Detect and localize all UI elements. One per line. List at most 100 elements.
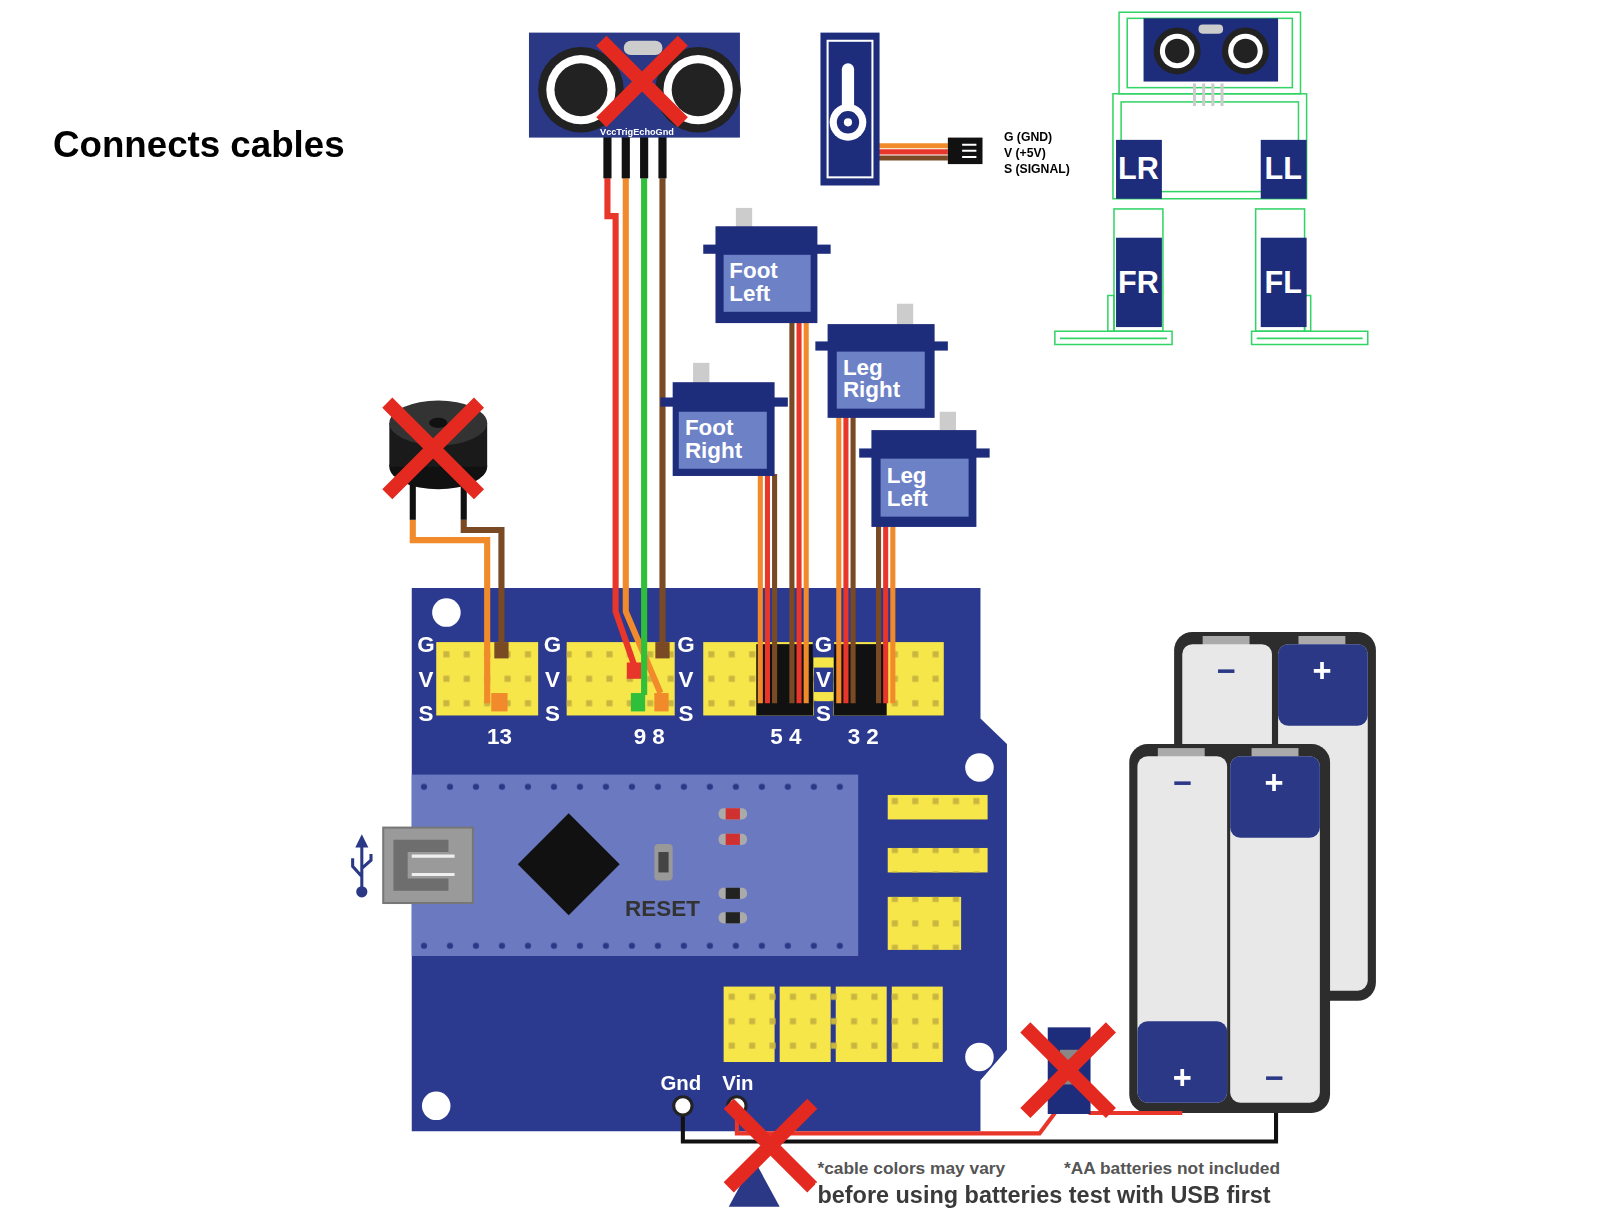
servo-wire <box>890 525 895 703</box>
usb-connector <box>383 828 473 903</box>
servo-pinout-figure <box>948 138 983 164</box>
node-text: Foot Left <box>729 260 778 305</box>
servo-wire <box>789 321 794 703</box>
battery-holder <box>1129 632 1376 1113</box>
servo-motor <box>736 208 752 228</box>
robot-outline <box>1119 12 1300 94</box>
arduino-nano <box>412 775 858 956</box>
polarity-sign: − <box>1173 766 1192 799</box>
servo-pinout-figure <box>830 104 867 141</box>
arduino-nano <box>726 834 740 845</box>
pin-row-label: V <box>419 669 434 691</box>
arduino-nano <box>658 852 668 872</box>
arduino-nano <box>719 912 748 923</box>
warning-note: before using batteries test with USB fir… <box>815 1183 1272 1208</box>
red-cross <box>387 403 479 495</box>
sensor-wire <box>641 178 647 695</box>
servo-wire <box>836 416 841 703</box>
servo-pinout-figure <box>962 145 976 157</box>
shield-board <box>432 598 461 627</box>
battery-holder <box>1278 644 1368 726</box>
arduino-nano <box>726 808 740 819</box>
wire-end <box>494 642 508 658</box>
arduino-nano <box>418 938 851 950</box>
node-text: FL <box>1264 267 1301 298</box>
servo-motor <box>715 226 817 323</box>
wire-end <box>655 642 669 658</box>
sensor-wire <box>607 178 662 695</box>
ultrasonic-sensor <box>624 41 663 55</box>
ultrasonic-sensor <box>658 132 666 178</box>
pin-legend: S (SIGNAL) <box>1004 163 1070 175</box>
robot-sensor <box>1160 34 1195 69</box>
shield-board <box>422 1092 451 1121</box>
pin-legend: G (GND) <box>1004 130 1052 142</box>
servo-motor <box>897 304 913 326</box>
robot-sensor <box>1195 84 1223 106</box>
wire-end <box>627 662 641 678</box>
servo-motor <box>940 412 956 432</box>
servo-label: Leg Right <box>837 351 925 407</box>
servo-motor <box>828 324 935 418</box>
red-cross <box>1025 1027 1111 1113</box>
servo-position-box: FL <box>1260 237 1306 327</box>
arduino-nano <box>719 808 748 819</box>
servo-pinout-figure <box>828 41 873 178</box>
robot-outline <box>1114 209 1163 331</box>
node-text: Leg Left <box>887 465 928 510</box>
usb-symbol <box>353 844 371 891</box>
red-cross <box>601 41 683 123</box>
power-terminal <box>674 1097 692 1115</box>
buzzer <box>429 418 447 428</box>
ultrasonic-sensor <box>672 63 725 116</box>
servo-wire <box>851 416 856 703</box>
pin-row-label: G <box>544 634 561 656</box>
pin-header <box>888 848 988 872</box>
node-text: Leg Right <box>843 357 900 402</box>
pin-row-label: S <box>545 702 560 724</box>
pin-header <box>567 642 675 715</box>
servo-label: Foot Left <box>723 254 810 310</box>
pin-row-label: V <box>814 668 833 692</box>
polarity-sign: + <box>1173 1061 1192 1094</box>
battery-holder <box>1230 756 1320 838</box>
robot-outline <box>1127 18 1292 87</box>
pin-row-label: S <box>419 702 434 724</box>
battery-holder <box>1230 756 1320 1103</box>
servo-pinout-figure <box>837 111 859 133</box>
arduino-nano <box>418 781 851 793</box>
title: Connects cables <box>53 126 345 163</box>
robot-sensor <box>1165 39 1189 63</box>
servo-wire <box>797 321 802 703</box>
battery-holder <box>1137 1021 1227 1103</box>
note: *AA batteries not included <box>1062 1158 1282 1177</box>
pin-row-label: V <box>678 669 693 691</box>
pin-row-label: S <box>678 702 693 724</box>
ultrasonic-sensor <box>640 132 648 178</box>
servo-wire <box>843 416 848 703</box>
arduino-nano <box>726 912 740 923</box>
node-text: Foot Right <box>685 417 742 462</box>
button-label: RESET <box>625 898 700 920</box>
pin-number: 5 4 <box>770 726 801 748</box>
pin-header <box>567 642 675 715</box>
arduino-nano <box>518 813 620 915</box>
shield-board <box>965 753 994 782</box>
servo-wire <box>765 474 770 703</box>
buzzer-wire <box>464 520 502 652</box>
pin-number: 3 2 <box>848 726 879 748</box>
servo-pinout-figure <box>820 33 982 186</box>
robot-outline <box>1055 12 1368 344</box>
servo-motor <box>871 430 976 527</box>
ultrasonic-sensor <box>554 63 607 116</box>
pin-name: VccTrigEchoGnd <box>600 128 674 137</box>
pin-header <box>724 987 943 1062</box>
buzzer-wire <box>413 520 502 703</box>
robot-sensor <box>1228 34 1263 69</box>
servo-wire <box>883 525 888 703</box>
servo-label: Foot Right <box>679 411 767 467</box>
robot-outline <box>1113 94 1307 199</box>
